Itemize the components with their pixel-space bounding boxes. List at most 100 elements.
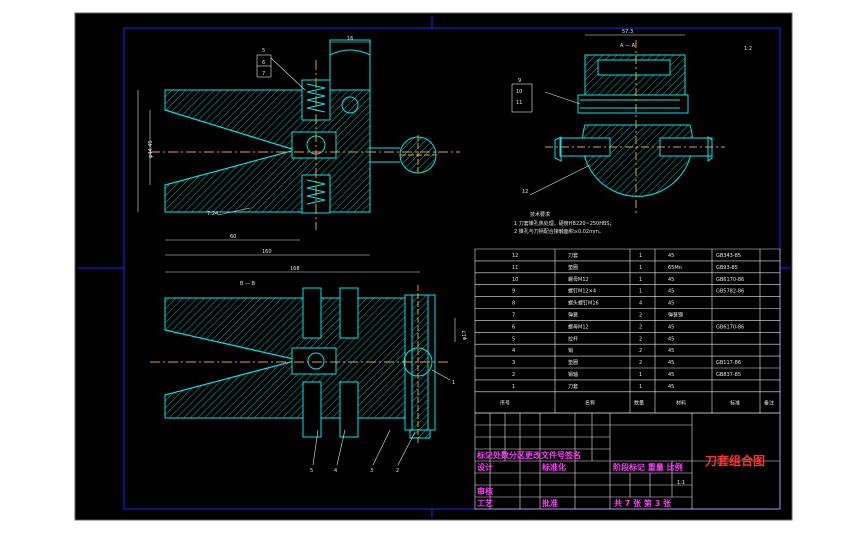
bom-row-no: 5	[512, 336, 515, 342]
front-section-view	[150, 39, 460, 230]
bom-row-no: 1	[512, 384, 515, 390]
bom-row-material: 45	[668, 253, 674, 259]
callout-bottom-3: 3	[370, 468, 373, 474]
bom-row-qty: 1	[639, 277, 642, 283]
tech-notes-heading: 技术要求	[530, 211, 550, 218]
bom-row-qty: 1	[639, 384, 642, 390]
bom-row-no: 11	[512, 265, 518, 271]
side-section-view: A — A	[511, 34, 725, 215]
bom-row-qty: 4	[639, 301, 642, 307]
bom-row-material: 45	[668, 277, 674, 283]
row-review: 审核	[477, 486, 493, 496]
bom-row-material: 45	[668, 301, 674, 307]
title-block	[474, 412, 781, 510]
bom-header-standard: 标准	[730, 399, 740, 406]
dim-60: 60	[230, 234, 236, 240]
bom-row-name: 弹簧	[568, 312, 578, 319]
bom-row-name: 螺母M12	[568, 323, 589, 330]
bom-row-standard: GB93-85	[716, 265, 738, 271]
bom-header-name: 名称	[585, 399, 595, 406]
callout-top-5: 5	[262, 48, 265, 54]
row-approve: 批准	[542, 498, 558, 508]
bom-row-name: 垫圈	[568, 264, 578, 271]
dim-160: 160	[262, 249, 272, 255]
bom-row-name: 销轴	[568, 371, 578, 378]
front-view-leaders	[256, 54, 306, 91]
dim-phi: φ44.45	[148, 140, 154, 158]
bom-row-no: 3	[512, 360, 515, 366]
bom-row-qty: 2	[639, 313, 642, 319]
callout-bottom-5: 5	[310, 468, 313, 474]
bom-header-qty: 数量	[634, 399, 644, 406]
section-bb-label: B — B	[240, 281, 256, 287]
callout-top-6: 6	[262, 60, 265, 66]
bom-row-material: 45	[668, 384, 674, 390]
bom-row-qty: 1	[639, 372, 642, 378]
bom-row-material: 45	[668, 348, 674, 354]
tech-note-2: 2 锥孔与刀柄配合接触面积≥0.02mm。	[514, 228, 604, 235]
bom-row-material: 45	[668, 360, 674, 366]
bom-header-no: 序号	[500, 399, 510, 406]
row-process: 工艺	[477, 498, 493, 508]
bom-row-name: 拉杆	[568, 335, 578, 342]
bom-row-no: 12	[512, 253, 518, 259]
bom-row-material: 45	[668, 324, 674, 330]
section-aa-label: A — A	[620, 43, 636, 49]
row-design: 设计	[477, 462, 493, 472]
revision-header: 标记处数分区更改文件号签名	[476, 450, 581, 460]
drawing-title: 刀套组合图	[705, 453, 765, 468]
row-standardization: 标准化	[541, 462, 566, 472]
bom-row-name: 螺母M12	[568, 276, 589, 283]
sheet-info: 共 7 张 第 3 张	[614, 498, 672, 508]
front-view-dimensions	[137, 41, 420, 273]
tech-note-1: 1 刀套锥孔热处理，硬度HB220~250HBS；	[514, 220, 615, 227]
bom-row-standard: GB6170-86	[716, 324, 744, 330]
top-view-leaders	[312, 369, 451, 466]
bom-row-name: 螺头螺钉M16	[568, 300, 599, 307]
bom-row-no: 10	[512, 277, 518, 283]
bom-row-material: 45	[668, 289, 674, 295]
angle-note: 1:2	[744, 46, 752, 52]
bom-row-no: 8	[512, 301, 515, 307]
bom-row-name: 垫圈	[568, 359, 578, 366]
bom-row-no: 4	[512, 348, 515, 354]
callout-right-11: 11	[516, 100, 522, 106]
callout-bottom-4: 4	[334, 468, 337, 474]
bom-row-standard: GB343-85	[716, 253, 741, 259]
dim-bottom: φ17	[462, 330, 468, 340]
bom-row-qty: 1	[639, 253, 642, 259]
callout-right-9: 9	[518, 78, 521, 84]
bom-row-material: 弹簧钢	[668, 312, 683, 319]
bom-row-standard: GB117-86	[716, 360, 741, 366]
dim-57-3: 57.3	[622, 29, 633, 35]
bom-row-name: 螺钉M12×4	[568, 288, 596, 295]
bom-row-qty: 1	[639, 265, 642, 271]
dim-width-top: 16	[347, 36, 353, 42]
bom-row-qty: 2	[639, 348, 642, 354]
bom-row-no: 2	[512, 372, 515, 378]
bom-row-standard: GB837-85	[716, 372, 741, 378]
bom-row-material: 45	[668, 336, 674, 342]
scale-value: 1:1	[677, 480, 685, 486]
bom-header-note: 备注	[764, 399, 774, 406]
callout-right-10: 10	[516, 89, 522, 95]
bom-row-qty: 2	[639, 324, 642, 330]
bom-row-no: 9	[512, 289, 515, 295]
dim-taper: 7:24	[207, 211, 218, 217]
bom-row-qty: 2	[639, 336, 642, 342]
callout-top-7: 7	[262, 71, 265, 77]
bom-row-standard: GB5782-86	[716, 289, 744, 295]
bom-row-qty: 2	[639, 360, 642, 366]
bom-row-material: 65Mn	[668, 265, 682, 271]
bom-row-no: 7	[512, 313, 515, 319]
stage-labels: 阶段标记 重量 比例	[613, 462, 683, 472]
bom-row-name: 刀套	[568, 383, 578, 390]
bom-row-material: 45	[668, 372, 674, 378]
dim-168: 168	[290, 266, 300, 272]
bom-row-name: 销	[568, 347, 573, 354]
callout-bottom-2: 2	[396, 468, 399, 474]
top-section-view: B — B	[150, 281, 456, 445]
callout-right-12: 12	[522, 189, 528, 195]
